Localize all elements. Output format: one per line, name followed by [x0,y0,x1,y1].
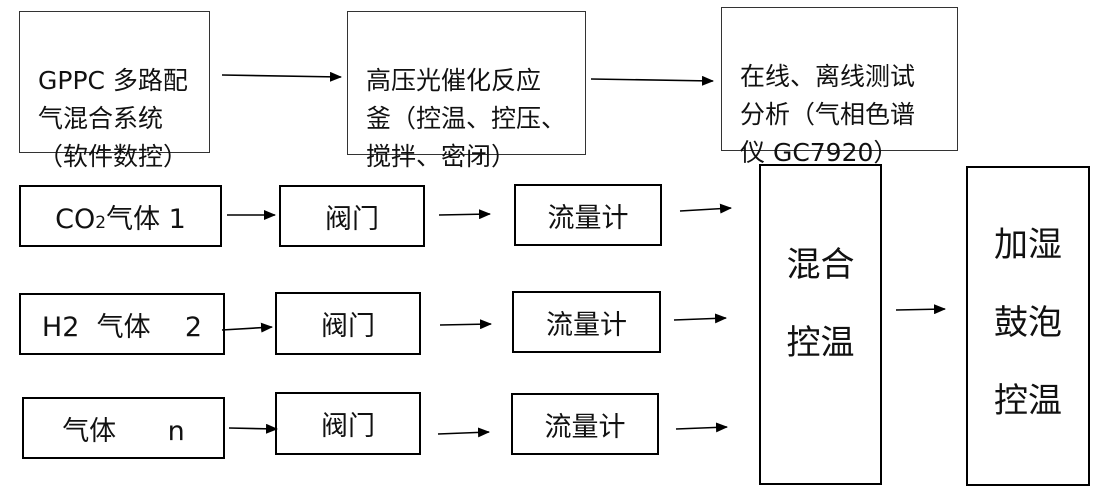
valve-1: 阀门 [279,185,425,247]
arrow-flowmeter2-to-mix [673,313,727,324]
arrow-flowmeter1-to-mix [679,203,732,214]
arrow-reactor-to-analysis [590,75,714,86]
valve-n-label: 阀门 [321,411,375,442]
flowmeter-1: 流量计 [514,184,662,246]
mix-temperature-control-box: 混合 控温 [759,164,882,485]
valve-2: 阀门 [275,292,421,355]
arrow-flowmetern-to-mix [675,422,728,433]
arrow-gas2-to-valve2 [221,322,273,333]
flowmeter-2-label: 流量计 [546,309,627,341]
analysis-text: 在线、离线测试 分析（气相色谱 仪 GC7920） [740,62,916,167]
gas-source-2: H2 气体 2 [19,293,225,355]
flowmeter-n-label: 流量计 [544,411,626,443]
flowmeter-n: 流量计 [511,393,659,455]
flowmeter-1-label: 流量计 [547,202,629,234]
arrow-gasn-to-valven [228,423,278,434]
valve-1-label: 阀门 [325,203,379,235]
gas-source-n-label: 气体 n [62,415,185,447]
arrow-valve2-to-flowmeter2 [439,319,492,330]
arrow-mix-to-humidify [895,304,946,315]
reactor-box: 高压光催化反应 釜（控温、控压、 搅拌、密闭） [347,11,586,171]
valve-2-label: 阀门 [321,311,375,342]
reactor-text: 高压光催化反应 釜（控温、控压、 搅拌、密闭） [366,66,567,171]
humidify-bubbling-label: 加湿 鼓泡 控温 [994,225,1062,421]
gas-source-1: CO2气体 1 [19,185,222,247]
arrow-valven-to-flowmetern [437,427,490,438]
arrow-valve1-to-flowmeter1 [438,209,491,220]
gas-source-n: 气体 n [22,397,225,459]
valve-n: 阀门 [275,392,421,455]
gas-mixing-system-box: GPPC 多路配 气混合系统 （软件数控） [19,11,210,171]
analysis-box: 在线、离线测试 分析（气相色谱 仪 GC7920） [721,7,958,167]
humidify-bubbling-box: 加湿 鼓泡 控温 [966,166,1090,486]
gas-source-2-label: H2 气体 2 [41,311,203,343]
flowmeter-2: 流量计 [512,291,661,353]
gas-source-1-label: CO2气体 1 [55,203,186,235]
mix-temperature-control-label: 混合 控温 [786,244,855,363]
arrow-gas-system-to-reactor [221,71,342,82]
gas-mixing-system-text: GPPC 多路配 气混合系统 （软件数控） [38,66,189,171]
